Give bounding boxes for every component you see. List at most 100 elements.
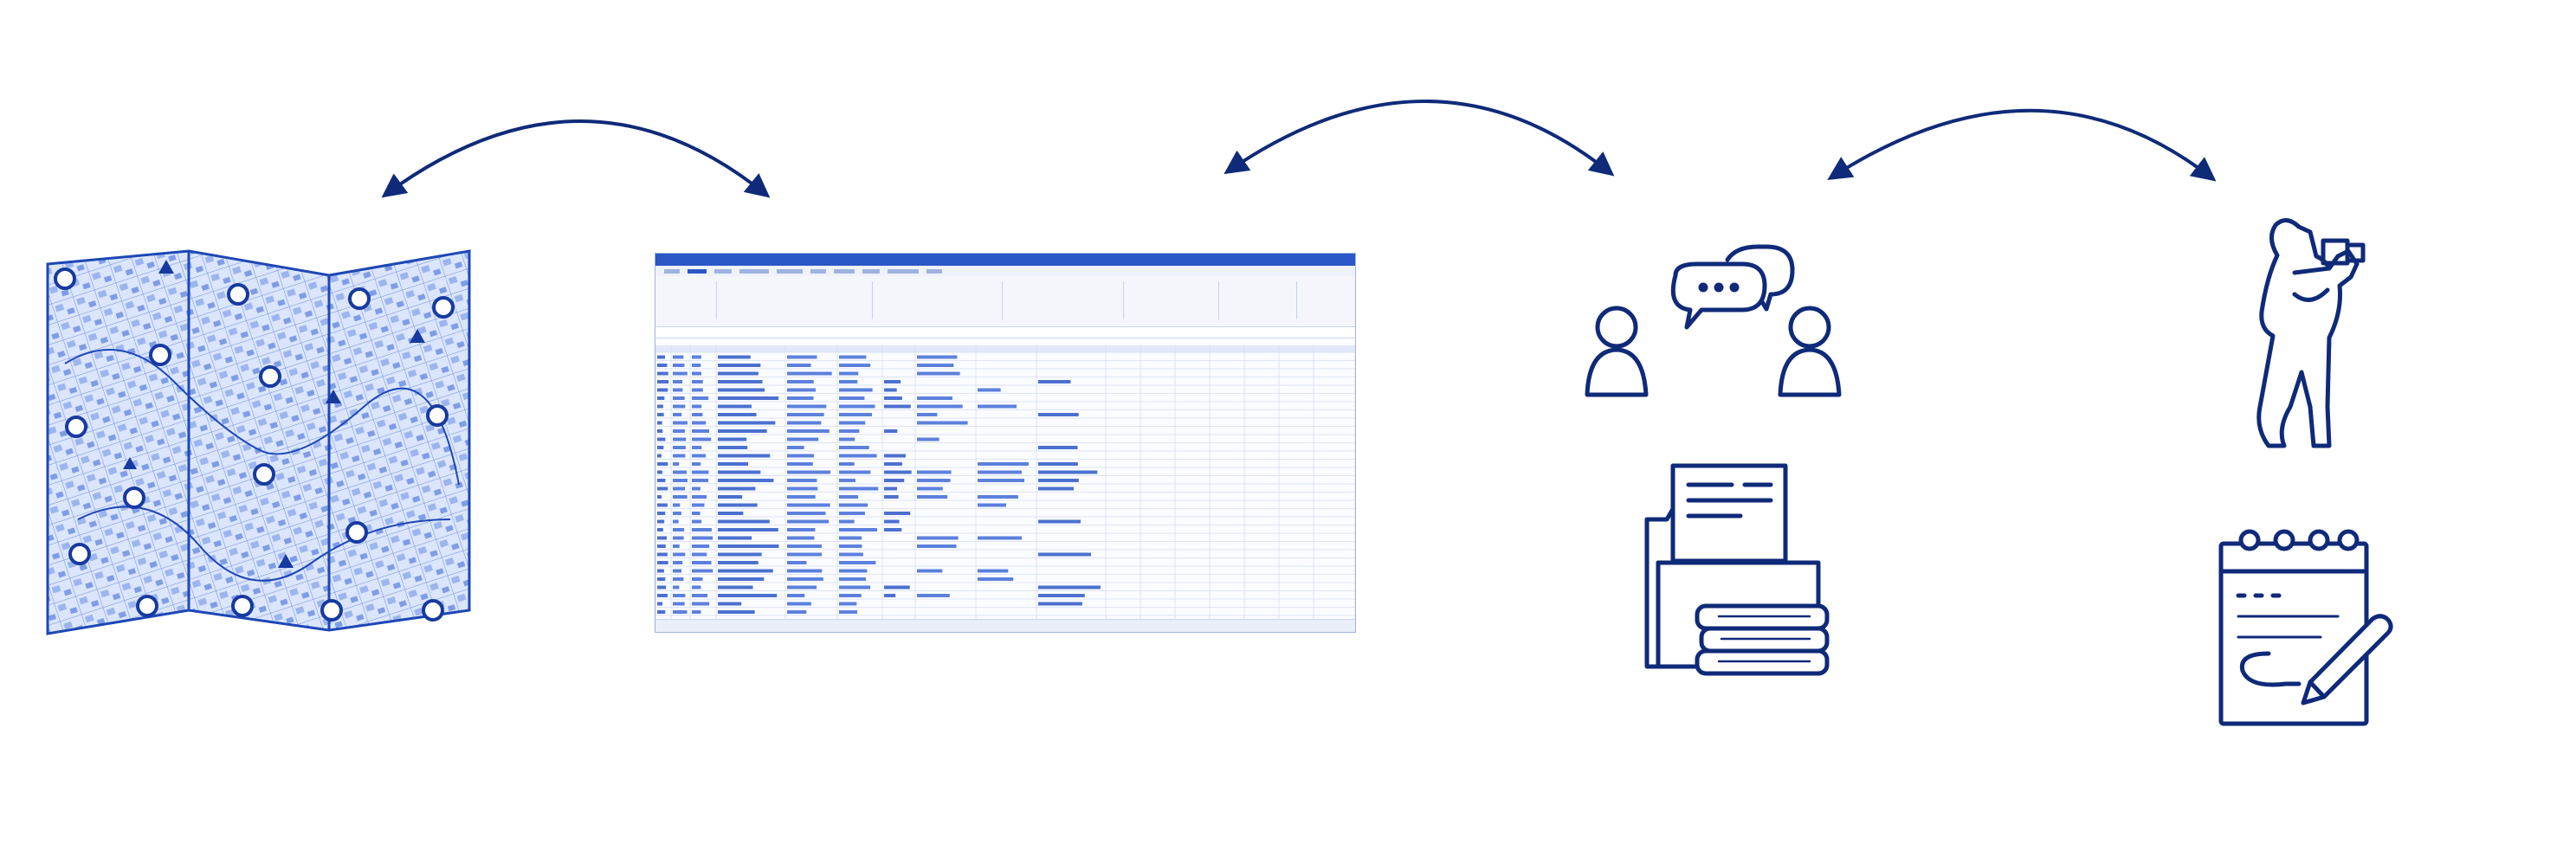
cell-text-mark bbox=[718, 503, 758, 507]
photographer-icon bbox=[2256, 218, 2366, 448]
cell-text-mark bbox=[673, 552, 686, 557]
notepad-icon bbox=[2218, 529, 2393, 726]
cell-text-mark bbox=[673, 413, 682, 416]
cell-text-mark bbox=[718, 355, 751, 359]
cell-text-mark bbox=[787, 519, 830, 524]
cell-text-mark bbox=[839, 536, 862, 540]
cell-text-mark bbox=[884, 585, 910, 590]
person-right-icon bbox=[1788, 306, 1831, 349]
cell-text-mark bbox=[839, 355, 867, 359]
cell-text-mark bbox=[839, 602, 857, 606]
cell-text-mark bbox=[978, 404, 1017, 409]
cell-text-mark bbox=[673, 380, 683, 383]
cell-text-mark bbox=[673, 388, 683, 392]
cell-text-mark bbox=[787, 569, 823, 573]
cell-text-mark bbox=[692, 569, 713, 573]
cell-text-mark bbox=[657, 610, 666, 614]
cell-text-mark bbox=[692, 552, 707, 557]
cell-text-mark bbox=[673, 404, 686, 409]
cell-text-mark bbox=[657, 413, 664, 416]
cell-text-mark bbox=[673, 470, 688, 474]
cell-text-mark bbox=[718, 380, 763, 383]
cell-text-mark bbox=[839, 528, 878, 532]
link-map-spreadsheet bbox=[381, 119, 771, 198]
cell-text-mark bbox=[884, 470, 912, 474]
cell-text-mark bbox=[787, 512, 826, 515]
cell-text-mark bbox=[787, 594, 805, 597]
cell-text-mark bbox=[657, 355, 666, 359]
cell-text-mark bbox=[657, 585, 667, 590]
cell-text-mark bbox=[692, 355, 701, 359]
cell-text-mark bbox=[657, 486, 668, 491]
cell-text-mark bbox=[787, 380, 814, 383]
cell-text-mark bbox=[1038, 470, 1098, 474]
cell-text-mark bbox=[692, 544, 710, 548]
cell-text-mark bbox=[657, 544, 666, 548]
cell-text-mark bbox=[673, 454, 686, 458]
cell-text-mark bbox=[1038, 479, 1079, 482]
cell-text-mark bbox=[692, 462, 701, 466]
cell-text-mark bbox=[787, 404, 827, 409]
cell-text-mark bbox=[718, 462, 749, 466]
cell-text-mark bbox=[917, 479, 951, 482]
cell-text-mark bbox=[978, 470, 1022, 474]
cell-text-mark bbox=[839, 462, 855, 466]
cell-text-mark bbox=[718, 577, 765, 581]
cell-text-mark bbox=[839, 396, 865, 400]
spreadsheet-menubar bbox=[655, 266, 1355, 276]
cell-text-mark bbox=[787, 364, 811, 367]
cell-text-mark bbox=[917, 569, 943, 573]
cell-text-mark bbox=[692, 503, 705, 507]
cell-text-mark bbox=[884, 396, 902, 400]
cell-text-mark bbox=[917, 495, 948, 499]
cell-text-mark bbox=[884, 495, 899, 499]
cell-text-mark bbox=[673, 569, 682, 573]
cell-text-mark bbox=[978, 388, 1001, 392]
cell-text-mark bbox=[787, 371, 832, 376]
cell-text-mark bbox=[1038, 602, 1082, 606]
cell-text-mark bbox=[917, 396, 952, 400]
cell-text-mark bbox=[787, 602, 811, 606]
cell-text-mark bbox=[917, 364, 954, 367]
cell-text-mark bbox=[839, 512, 865, 515]
cell-text-mark bbox=[787, 462, 813, 466]
cell-text-mark bbox=[718, 594, 778, 597]
cell-text-mark bbox=[917, 594, 950, 597]
link-spreadsheet-interview bbox=[1223, 100, 1615, 177]
cell-text-mark bbox=[692, 470, 709, 474]
cell-text-mark bbox=[673, 602, 685, 606]
cell-text-mark bbox=[884, 454, 906, 458]
cell-text-mark bbox=[673, 544, 680, 548]
cell-text-mark bbox=[692, 602, 710, 606]
cell-text-mark bbox=[718, 437, 747, 441]
cell-text-mark bbox=[718, 544, 779, 548]
spreadsheet-formula-bar bbox=[655, 327, 1355, 338]
cell-text-mark bbox=[657, 577, 666, 581]
cell-text-mark bbox=[657, 364, 668, 367]
cell-text-mark bbox=[692, 610, 701, 614]
cell-text-mark bbox=[718, 364, 761, 367]
cell-text-mark bbox=[718, 479, 774, 482]
cell-text-mark bbox=[692, 429, 709, 433]
cell-text-mark bbox=[657, 396, 665, 400]
cell-text-mark bbox=[1038, 446, 1078, 449]
cell-text-mark bbox=[884, 528, 902, 532]
cell-text-mark bbox=[692, 512, 700, 515]
cell-text-mark bbox=[657, 503, 668, 507]
cell-text-mark bbox=[673, 577, 684, 581]
cell-text-mark bbox=[718, 552, 762, 557]
cell-text-mark bbox=[787, 528, 816, 532]
cell-text-mark bbox=[839, 519, 855, 524]
cell-text-mark bbox=[978, 462, 1029, 466]
cell-text-mark bbox=[657, 512, 666, 515]
cell-text-mark bbox=[839, 429, 860, 433]
cell-text-mark bbox=[787, 429, 830, 433]
cell-text-mark bbox=[692, 364, 701, 367]
cell-text-mark bbox=[884, 486, 898, 491]
cell-text-mark bbox=[673, 585, 680, 590]
cell-text-mark bbox=[787, 536, 815, 540]
cell-text-mark bbox=[692, 536, 713, 540]
cell-text-mark bbox=[839, 585, 871, 590]
cell-text-mark bbox=[718, 585, 753, 590]
cell-text-mark bbox=[884, 462, 902, 466]
